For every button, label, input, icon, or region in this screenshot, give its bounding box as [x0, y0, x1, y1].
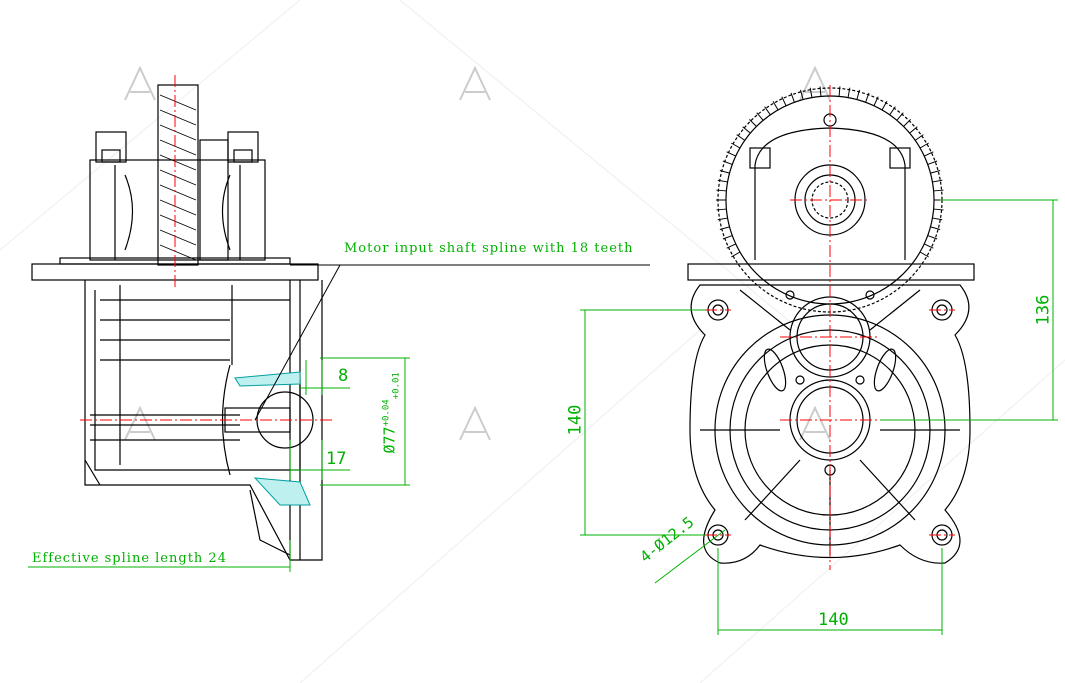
gear-tooth	[716, 189, 727, 192]
gear-tooth	[756, 112, 764, 121]
gear-tooth	[903, 119, 911, 127]
gear-tooth	[924, 151, 934, 157]
gear-tooth	[838, 86, 841, 97]
gear-tooth	[719, 170, 730, 174]
dim-136: 136	[1033, 294, 1054, 326]
gear-tooth	[742, 126, 751, 134]
gear-tooth	[722, 235, 733, 240]
gear-tooth	[896, 112, 904, 121]
side-dimensions	[28, 357, 410, 572]
gear-tooth	[881, 101, 888, 111]
gear-tooth	[930, 226, 941, 230]
dim-17: 17	[326, 449, 347, 469]
dim-77-tol-lower: +0.01	[391, 372, 402, 400]
gear-teeth-front	[716, 86, 944, 258]
gear-tooth	[873, 96, 879, 106]
gear-tooth	[889, 106, 896, 116]
gear-tooth	[749, 119, 757, 127]
spline-teeth-label: Motor input shaft spline with 18 teeth	[344, 241, 634, 256]
spline-leader	[254, 264, 650, 421]
gear-tooth	[856, 89, 860, 100]
gear-tooth	[736, 134, 746, 141]
gear-tooth	[933, 208, 944, 211]
gear-tooth	[772, 101, 779, 111]
gear-tooth	[719, 226, 730, 230]
gear-tooth	[865, 92, 870, 103]
gear-tooth	[781, 96, 787, 106]
gear-tooth	[800, 89, 804, 100]
front-centerlines	[705, 85, 955, 570]
dim-77-tol-upper: +0.04	[381, 399, 392, 427]
gear-tooth	[717, 217, 728, 221]
gear-tooth	[927, 235, 938, 240]
gear-tooth	[847, 87, 851, 98]
gear-tooth	[726, 243, 736, 249]
gear-tooth	[717, 179, 728, 183]
gear-tooth	[930, 170, 941, 174]
gear-tooth	[819, 86, 822, 97]
dim-77-value: Ø77	[380, 426, 399, 454]
gear-tooth	[932, 217, 943, 221]
side-centerlines	[80, 75, 335, 421]
gear-tooth	[919, 251, 929, 258]
section-hatch	[234, 371, 311, 506]
gear-tooth	[909, 126, 918, 134]
gear-tooth	[722, 160, 733, 165]
gear-tooth	[927, 160, 938, 165]
gear-teeth-side	[159, 94, 197, 261]
watermark-logo	[124, 65, 831, 441]
gear-tooth	[932, 179, 943, 183]
gear-tooth	[790, 92, 795, 103]
gear-tooth	[716, 208, 727, 211]
gear-tooth	[809, 87, 813, 98]
gear-tooth	[731, 251, 741, 258]
side-view	[31, 84, 323, 561]
gear-tooth	[731, 142, 741, 149]
gear-tooth	[764, 106, 771, 116]
gear-tooth	[914, 134, 924, 141]
gear-tooth	[924, 243, 934, 249]
dim-140-horizontal: 140	[818, 610, 849, 630]
spline-length-label: Effective spline length 24	[32, 551, 227, 566]
dim-8: 8	[338, 366, 349, 386]
front-dimensions	[580, 199, 1058, 635]
dim-140-vertical: 140	[565, 404, 586, 436]
gear-tooth	[933, 189, 944, 192]
gear-tooth	[726, 151, 736, 157]
dim-77: Ø77+0.04+0.01	[380, 372, 402, 454]
gear-tooth	[919, 142, 929, 149]
front-view	[687, 87, 975, 564]
